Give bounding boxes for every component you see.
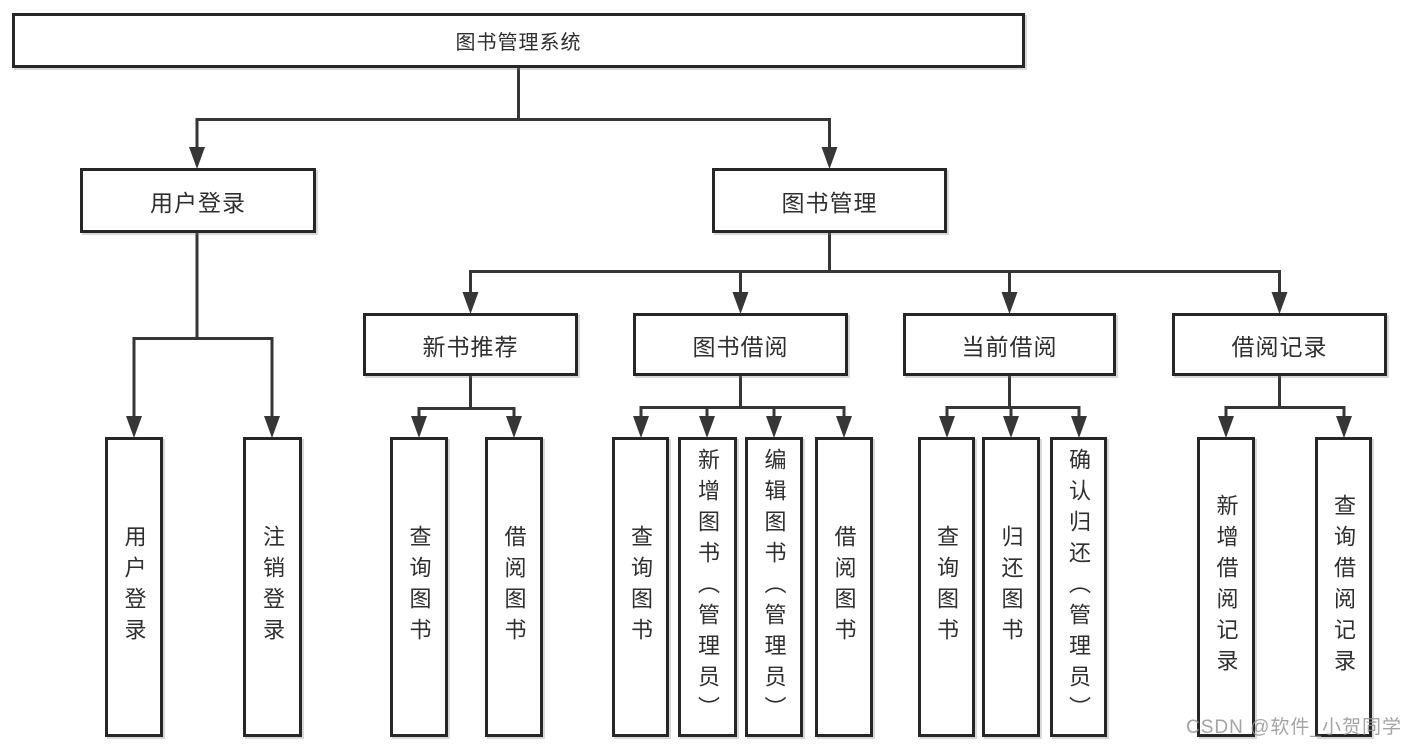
node-label: 归还图书 <box>998 525 1024 649</box>
node-label: 查询图书 <box>934 525 960 649</box>
node-book-borrow: 图书借阅 <box>633 313 848 376</box>
node-label: 借阅记录 <box>1231 333 1328 360</box>
node-label: 查询图书 <box>406 525 432 649</box>
node-library-system: 图书管理系统 <box>12 13 1025 68</box>
node-current-borrow: 当前借阅 <box>903 313 1116 376</box>
leaf-logout: 注销登录 <box>243 437 302 737</box>
csdn-watermark: CSDN @软件_小贺同学 <box>1186 717 1402 738</box>
node-label: 查询借阅记录 <box>1331 494 1357 680</box>
leaf-confirm-return-admin: 确认归还（管理员） <box>1050 437 1107 737</box>
node-label: 用户登录 <box>121 525 147 649</box>
node-book-management: 图书管理 <box>712 168 947 233</box>
leaf-user-login: 用户登录 <box>105 437 163 737</box>
node-label: 用户登录 <box>150 189 246 216</box>
node-label: 当前借阅 <box>961 333 1058 360</box>
node-label: 编辑图书（管理员） <box>761 447 787 727</box>
node-user-login: 用户登录 <box>80 168 316 233</box>
node-label: 借阅图书 <box>501 525 527 649</box>
leaf-add-borrow-record: 新增借阅记录 <box>1197 437 1255 737</box>
node-label: 新增图书（管理员） <box>695 447 721 727</box>
node-borrow-records: 借阅记录 <box>1172 313 1387 376</box>
node-label: 图书借阅 <box>692 333 789 360</box>
node-label: 确认归还（管理员） <box>1066 447 1092 727</box>
node-label: 借阅图书 <box>831 525 857 649</box>
leaf-query-book-current: 查询图书 <box>918 437 975 737</box>
leaf-query-borrow-record: 查询借阅记录 <box>1315 437 1372 737</box>
node-label: 新增借阅记录 <box>1213 494 1239 680</box>
leaf-add-book-admin: 新增图书（管理员） <box>678 437 737 737</box>
leaf-edit-book-admin: 编辑图书（管理员） <box>745 437 803 737</box>
node-new-book-recommend: 新书推荐 <box>363 313 578 376</box>
leaf-borrow-book-recommend: 借阅图书 <box>485 437 543 737</box>
node-label: 注销登录 <box>260 525 286 649</box>
node-label: 新书推荐 <box>422 333 519 360</box>
leaf-query-book-recommend: 查询图书 <box>390 437 448 737</box>
node-label: 图书管理 <box>781 189 878 216</box>
node-label: 图书管理系统 <box>455 32 582 54</box>
node-label: 查询图书 <box>628 525 654 649</box>
leaf-query-book-borrow: 查询图书 <box>612 437 669 737</box>
leaf-return-book: 归还图书 <box>982 437 1040 737</box>
leaf-borrow-book: 借阅图书 <box>815 437 873 737</box>
